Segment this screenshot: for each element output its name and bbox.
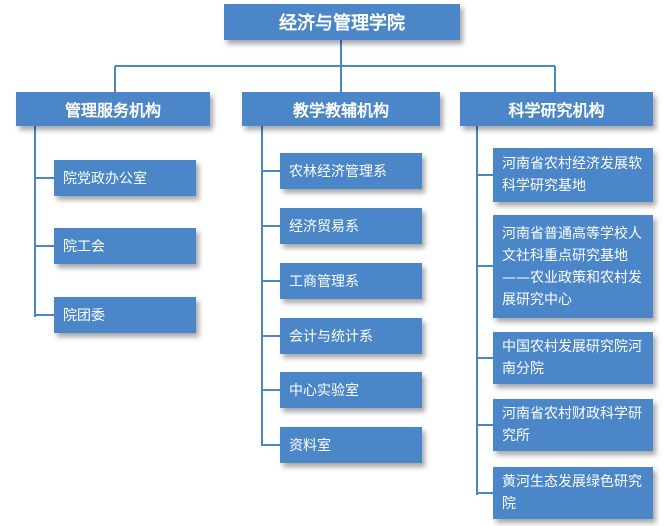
management-item-youth-league: 院团委 (54, 297, 196, 333)
research-item-policy-center: 河南省普通高等学校人文社科重点研究基地——农业政策和农村发展研究中心 (493, 215, 653, 318)
research-item-rural-finance-institute: 河南省农村财政科学研究所 (493, 399, 653, 451)
category-teaching: 教学教辅机构 (242, 92, 440, 126)
management-item-union: 院工会 (54, 228, 196, 264)
teaching-item-reference-room: 资料室 (280, 427, 422, 463)
category-research: 科学研究机构 (460, 92, 653, 126)
category-management: 管理服务机构 (16, 92, 210, 126)
teaching-item-central-lab: 中心实验室 (280, 372, 422, 408)
research-item-yellow-river-institute: 黄河生态发展绿色研究院 (493, 467, 653, 519)
teaching-item-econ-trade: 经济贸易系 (280, 208, 422, 244)
teaching-item-agri-forestry-econ: 农林经济管理系 (280, 153, 422, 189)
management-item-party-office: 院党政办公室 (54, 160, 196, 196)
root-node: 经济与管理学院 (224, 4, 460, 40)
teaching-item-business-admin: 工商管理系 (280, 263, 422, 299)
teaching-item-accounting-stats: 会计与统计系 (280, 318, 422, 354)
research-item-rural-dev-institute: 中国农村发展研究院河南分院 (493, 332, 653, 384)
research-item-soft-science-base: 河南省农村经济发展软科学研究基地 (493, 148, 653, 202)
